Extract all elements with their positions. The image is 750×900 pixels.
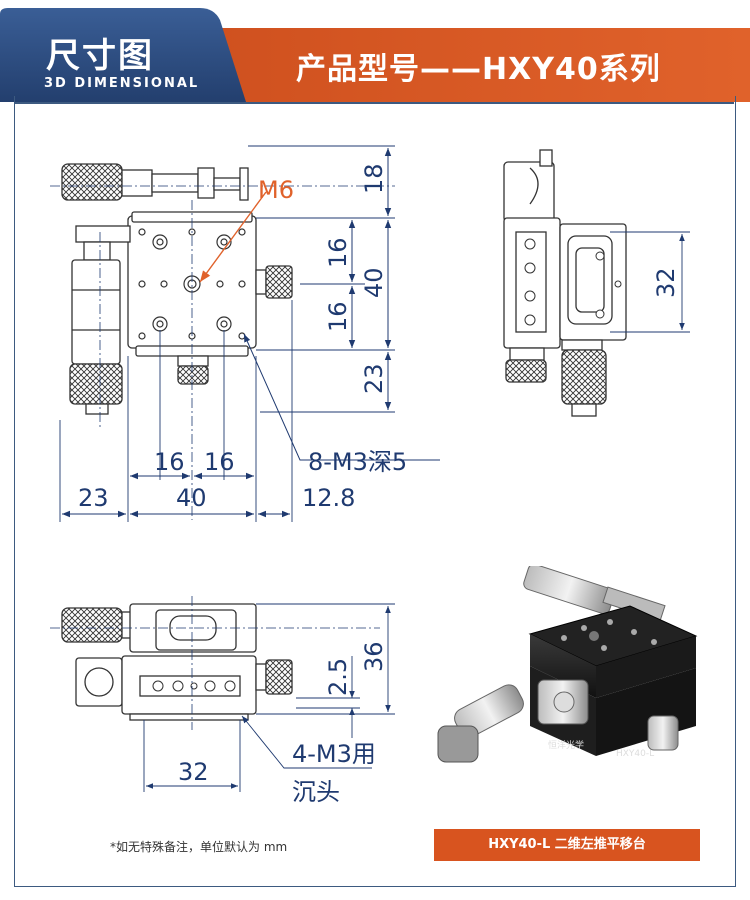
header-title: 产品型号——HXY40系列	[296, 52, 661, 87]
header-banner: 尺寸图 3D DIMENSIONAL 产品型号——HXY40系列	[0, 0, 750, 108]
dim-36-label: 36	[360, 641, 388, 672]
top-knob-vertical	[69, 363, 123, 405]
dim-40-horizontal-label: 40	[176, 484, 207, 512]
header-background	[0, 8, 750, 104]
product-caption: HXY40-L 二维左推平移台	[434, 829, 700, 861]
front-view-centerlines	[50, 596, 380, 730]
dim-16-lower-label: 16	[324, 301, 352, 332]
top-knob-horizontal	[61, 163, 123, 201]
content-frame	[14, 96, 736, 887]
dim-2-5-label: 2.5	[324, 658, 352, 696]
front-knob	[61, 607, 123, 643]
dim-18-label: 18	[360, 163, 388, 194]
dim-40-vertical-label: 40	[360, 267, 388, 298]
top-view-extension-lines	[59, 145, 395, 522]
dim-16-upper-label: 16	[324, 237, 352, 268]
dim-23-horizontal-label: 23	[78, 484, 109, 512]
side-view	[503, 149, 627, 417]
m6-leader	[199, 191, 267, 283]
header-tag-subtitle: 3D DIMENSIONAL	[44, 76, 200, 91]
dim-16-left-label: 16	[154, 448, 185, 476]
header-tag: 尺寸图	[46, 36, 154, 76]
dim-12-8-label: 12.8	[302, 484, 355, 512]
dim-32-vertical-label: 32	[652, 267, 680, 298]
dim-32-horizontal-label: 32	[178, 758, 209, 786]
side-view-screws	[524, 238, 622, 326]
countersink-note-line2: 沉头	[292, 778, 340, 806]
top-view-centerlines	[50, 185, 395, 520]
photo-brand-text: 恒洋光学	[548, 739, 584, 751]
unit-note: *如无特殊备注，单位默认为 mm	[110, 840, 288, 854]
countersink-note-line1: 4-M3用	[292, 740, 376, 768]
dim-16-right-label: 16	[204, 448, 235, 476]
front-view	[61, 603, 293, 721]
product-photo: 恒洋光学 HXY40-L	[437, 566, 698, 763]
front-view-screws	[152, 680, 236, 692]
hole-note-label: 8-M3深5	[308, 448, 407, 476]
dim-23-vertical-label: 23	[360, 363, 388, 394]
photo-model-text: HXY40-L	[616, 749, 654, 759]
dim-m6-label: M6	[258, 176, 294, 204]
side-knob	[561, 349, 607, 405]
